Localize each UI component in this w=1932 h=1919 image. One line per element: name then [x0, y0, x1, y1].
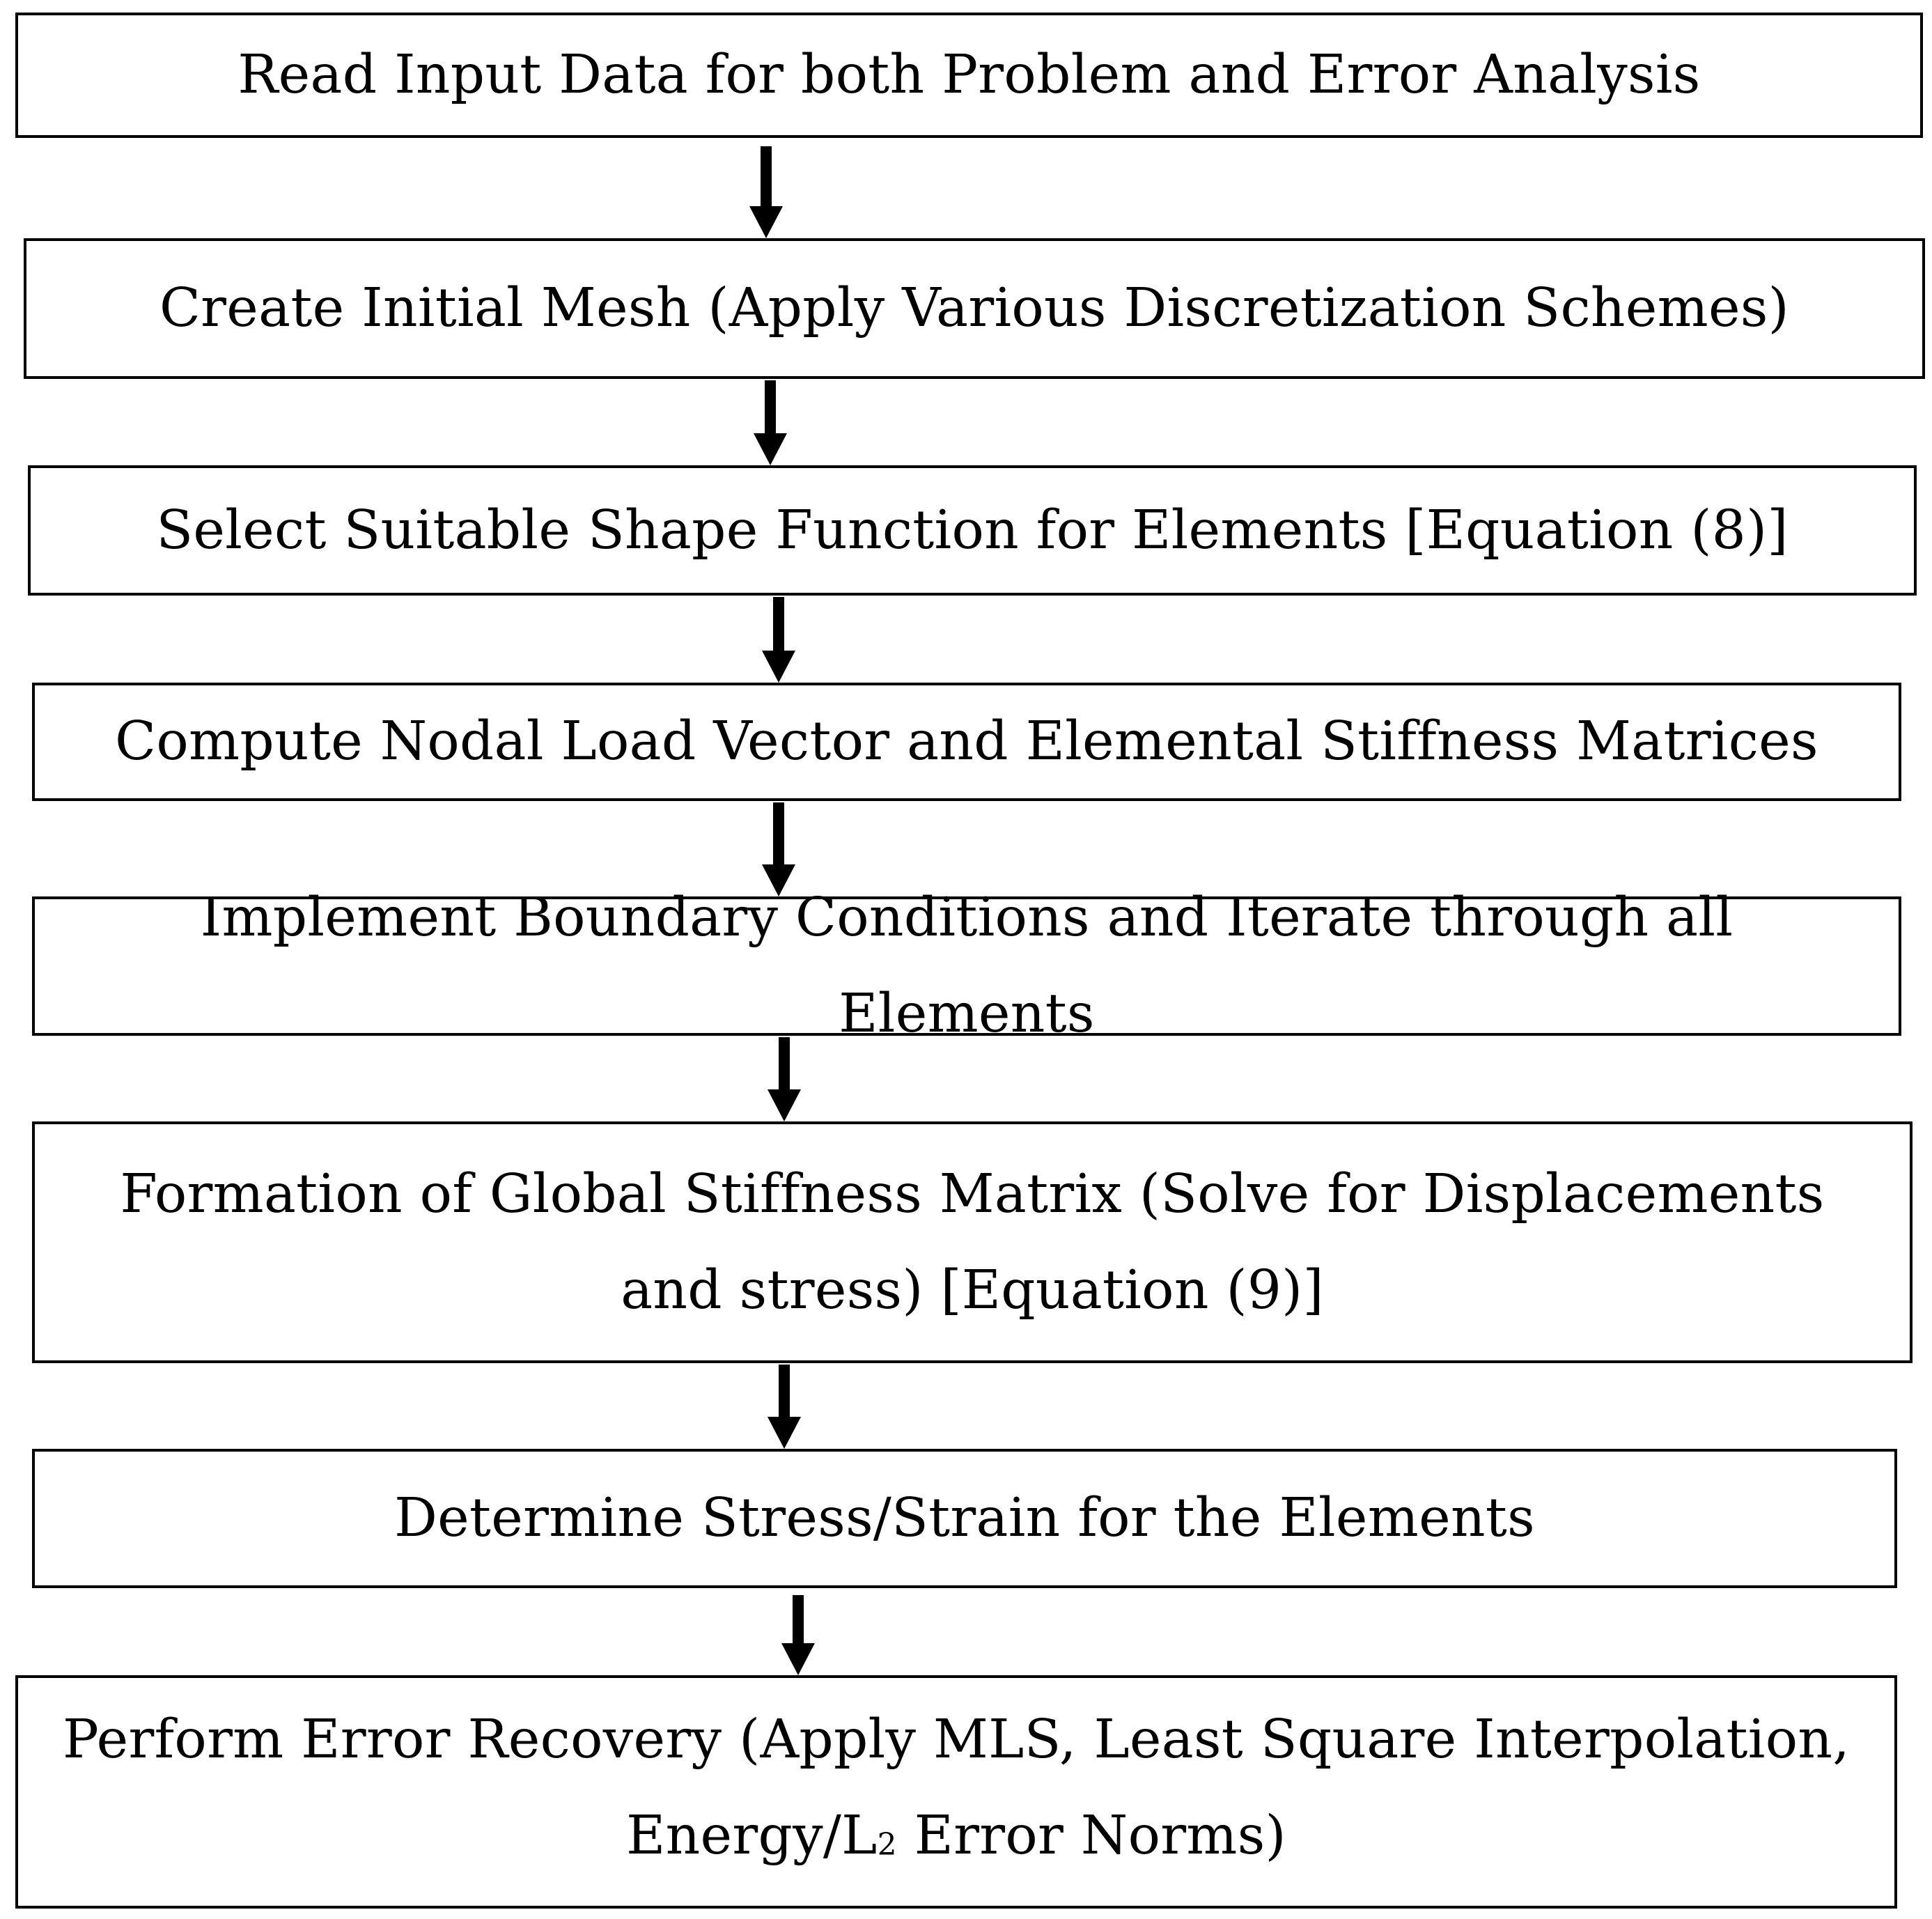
step-stress-strain-label: Determine Stress/Strain for the Elements	[394, 1487, 1535, 1549]
arrow-step3-to-step4	[762, 597, 795, 683]
step-load-vector-label: Compute Nodal Load Vector and Elemental …	[115, 710, 1818, 772]
step-error-recovery-label-main: Perform Error Recovery (Apply MLS, Least…	[62, 1709, 1851, 1867]
step-error-recovery-label: Perform Error Recovery (Apply MLS, Least…	[53, 1692, 1860, 1892]
step-boundary-conditions-label: Implement Boundary Conditions and Iterat…	[200, 887, 1734, 1045]
arrow-step7-to-step8	[781, 1595, 815, 1675]
step-shape-function-box: Select Suitable Shape Function for Eleme…	[28, 465, 1917, 596]
step-boundary-conditions-box: Implement Boundary Conditions and Iterat…	[32, 887, 1901, 1045]
arrow-step1-to-step2	[749, 146, 783, 238]
arrow-step6-to-step7	[768, 1365, 801, 1449]
step-shape-function-label: Select Suitable Shape Function for Eleme…	[156, 499, 1789, 561]
step-read-input-box: Read Input Data for both Problem and Err…	[15, 13, 1923, 138]
step-global-stiffness-box: Formation of Global Stiffness Matrix (So…	[32, 1121, 1912, 1363]
step-global-stiffness-label: Formation of Global Stiffness Matrix (So…	[120, 1163, 1825, 1321]
step-create-mesh-box: Create Initial Mesh (Apply Various Discr…	[24, 238, 1925, 379]
step-load-vector-box: Compute Nodal Load Vector and Elemental …	[32, 683, 1901, 801]
step-read-input-label: Read Input Data for both Problem and Err…	[237, 44, 1701, 106]
step-error-recovery-label-end: Error Norms)	[896, 1805, 1286, 1867]
step-error-recovery-label-subscript: 2	[877, 1827, 897, 1863]
arrow-step2-to-step3	[754, 380, 787, 465]
step-stress-strain-box: Determine Stress/Strain for the Elements	[32, 1449, 1897, 1588]
step-error-recovery-box: Perform Error Recovery (Apply MLS, Least…	[15, 1675, 1897, 1909]
step-create-mesh-label: Create Initial Mesh (Apply Various Discr…	[159, 277, 1790, 339]
